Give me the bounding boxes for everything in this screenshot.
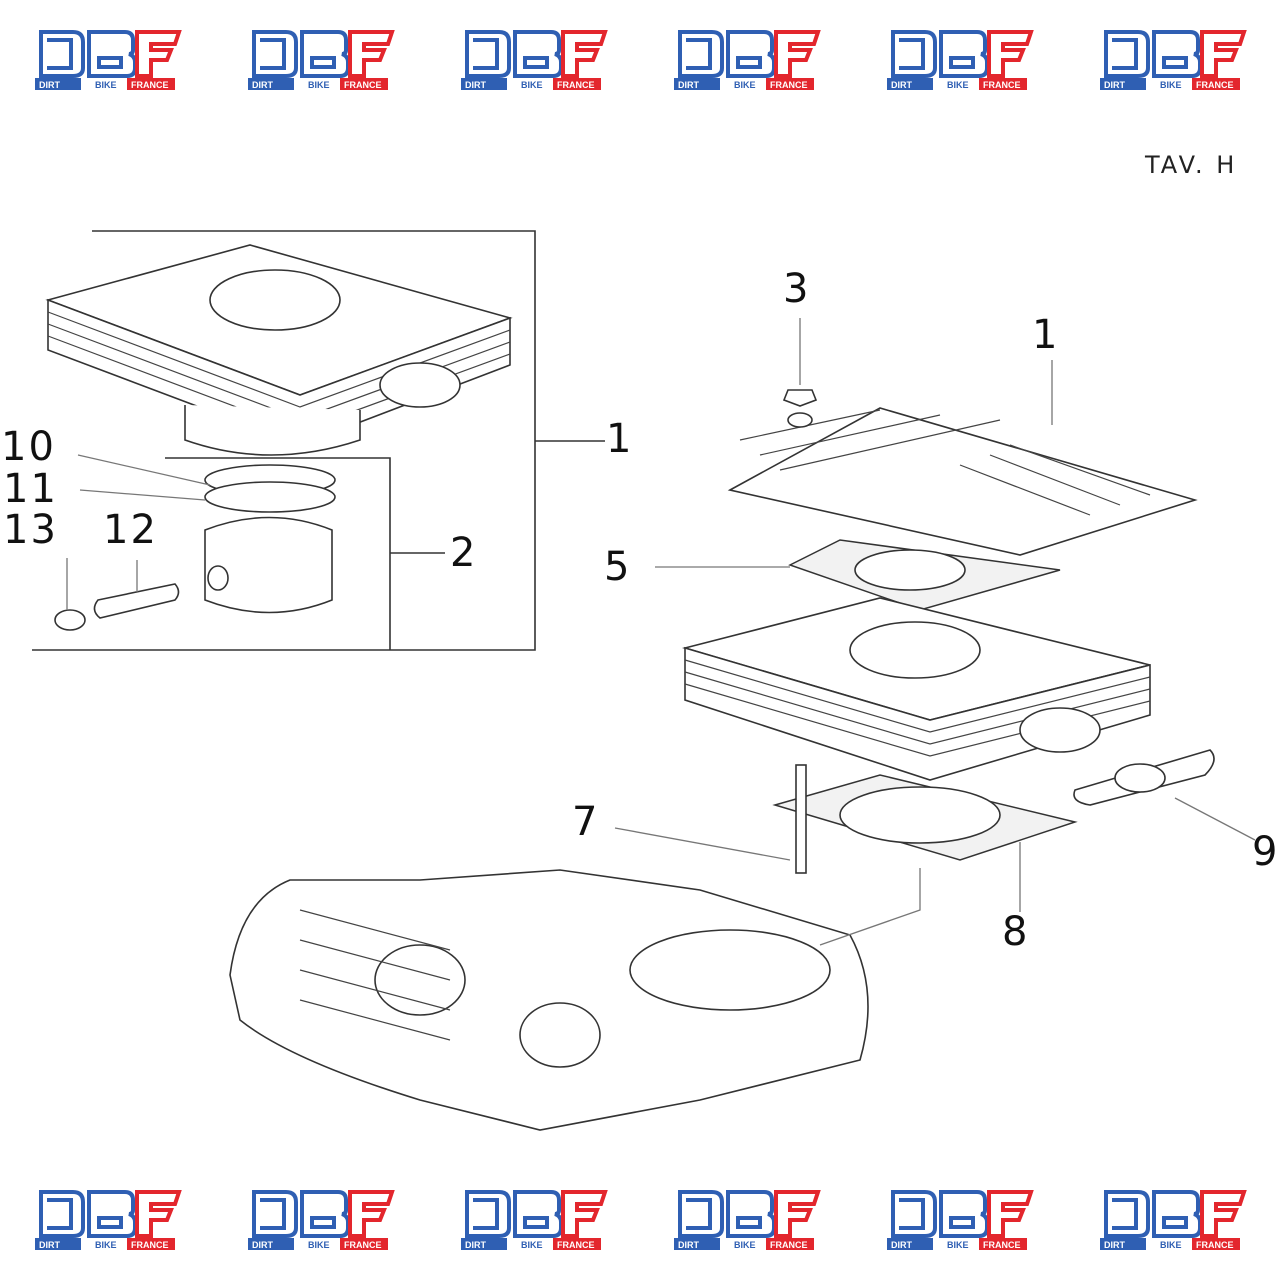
stud-bolt <box>795 764 807 874</box>
logo-label: BIKE <box>947 80 969 90</box>
logo-label: FRANCE <box>983 80 1021 90</box>
logo-label: BIKE <box>308 1240 330 1250</box>
logo-label: BIKE <box>521 80 543 90</box>
dbf-logo: DIRT BIKE FRANCE <box>459 28 609 94</box>
callout-7: 7 <box>572 799 599 845</box>
logo-label: DIRT <box>252 80 273 90</box>
logo-label: DIRT <box>891 1240 912 1250</box>
callout-13: 13 <box>3 507 58 553</box>
logo-label: BIKE <box>95 80 117 90</box>
logo-label: FRANCE <box>131 1240 169 1250</box>
exhaust-gasket <box>1073 749 1215 806</box>
dbf-logo: DIRT BIKE FRANCE <box>885 28 1035 94</box>
piston-pin <box>93 583 180 619</box>
dbf-logo: DIRT BIKE FRANCE <box>672 28 822 94</box>
cylinder-kit-box <box>32 230 605 651</box>
logo-label: FRANCE <box>770 80 808 90</box>
logo-label: BIKE <box>734 1240 756 1250</box>
dbf-logo: DIRT BIKE FRANCE <box>672 1188 822 1254</box>
callout-10: 10 <box>1 424 56 470</box>
callout-5: 5 <box>604 544 631 590</box>
logo-label: DIRT <box>1104 1240 1125 1250</box>
dbf-logo-graphic: DIRT BIKE FRANCE <box>1100 30 1247 90</box>
base-gasket <box>772 774 1078 861</box>
logo-label: FRANCE <box>983 1240 1021 1250</box>
logo-label: DIRT <box>678 80 699 90</box>
piston <box>204 516 333 614</box>
dbf-logo: DIRT BIKE FRANCE <box>1098 28 1248 94</box>
cylinder-inset <box>45 244 513 456</box>
dbf-logo: DIRT BIKE FRANCE <box>246 28 396 94</box>
logo-label: DIRT <box>39 1240 60 1250</box>
dbf-logo-graphic: DIRT BIKE FRANCE <box>887 1190 1034 1250</box>
logo-label: BIKE <box>95 1240 117 1250</box>
dbf-logo-graphic: DIRT BIKE FRANCE <box>248 30 395 90</box>
dbf-logo: DIRT BIKE FRANCE <box>459 1188 609 1254</box>
logo-label: DIRT <box>1104 80 1125 90</box>
dbf-logo: DIRT BIKE FRANCE <box>246 1188 396 1254</box>
callout-3: 3 <box>783 266 810 312</box>
callout-8: 8 <box>1002 909 1029 955</box>
dbf-logo-graphic: DIRT BIKE FRANCE <box>35 1190 182 1250</box>
logo-label: BIKE <box>1160 1240 1182 1250</box>
logo-label: DIRT <box>465 1240 486 1250</box>
circlip <box>54 609 86 631</box>
logo-label: FRANCE <box>557 1240 595 1250</box>
callout-1-head: 1 <box>1032 312 1059 358</box>
logo-label: FRANCE <box>557 80 595 90</box>
logo-label: DIRT <box>39 80 60 90</box>
dbf-logo: DIRT BIKE FRANCE <box>33 28 183 94</box>
dbf-logo-graphic: DIRT BIKE FRANCE <box>461 1190 608 1250</box>
crankcase <box>229 869 869 1131</box>
piston-rings <box>204 464 336 513</box>
callout-2: 2 <box>450 530 477 576</box>
callout-1-kit: 1 <box>606 416 633 462</box>
callout-9: 9 <box>1252 829 1279 875</box>
logo-label: FRANCE <box>1196 80 1234 90</box>
dbf-logo-graphic: DIRT BIKE FRANCE <box>887 30 1034 90</box>
dbf-logo: DIRT BIKE FRANCE <box>33 1188 183 1254</box>
callout-12: 12 <box>103 507 158 553</box>
dbf-logo-graphic: DIRT BIKE FRANCE <box>674 1190 821 1250</box>
dbf-logo-graphic: DIRT BIKE FRANCE <box>461 30 608 90</box>
dbf-logo: DIRT BIKE FRANCE <box>885 1188 1035 1254</box>
logo-label: DIRT <box>891 80 912 90</box>
dbf-logo-graphic: DIRT BIKE FRANCE <box>248 1190 395 1250</box>
logo-label: FRANCE <box>344 80 382 90</box>
dbf-logo-graphic: DIRT BIKE FRANCE <box>674 30 821 90</box>
logo-label: DIRT <box>465 80 486 90</box>
logo-label: DIRT <box>252 1240 273 1250</box>
head-gasket <box>788 539 1061 611</box>
nut <box>782 389 818 407</box>
plate-title: TAV. H <box>1144 151 1237 179</box>
logo-label: BIKE <box>521 1240 543 1250</box>
cylinder-head <box>727 407 1198 556</box>
logo-label: BIKE <box>1160 80 1182 90</box>
logo-label: BIKE <box>734 80 756 90</box>
dbf-logo-graphic: DIRT BIKE FRANCE <box>35 30 182 90</box>
logo-label: FRANCE <box>131 80 169 90</box>
cylinder-main <box>681 597 1151 781</box>
callout-11: 11 <box>3 466 58 512</box>
dbf-logo: DIRT BIKE FRANCE <box>1098 1188 1248 1254</box>
logo-label: BIKE <box>947 1240 969 1250</box>
logo-label: FRANCE <box>344 1240 382 1250</box>
logo-label: FRANCE <box>770 1240 808 1250</box>
dbf-logo-graphic: DIRT BIKE FRANCE <box>1100 1190 1247 1250</box>
logo-label: BIKE <box>308 80 330 90</box>
logo-label: DIRT <box>678 1240 699 1250</box>
logo-label: FRANCE <box>1196 1240 1234 1250</box>
